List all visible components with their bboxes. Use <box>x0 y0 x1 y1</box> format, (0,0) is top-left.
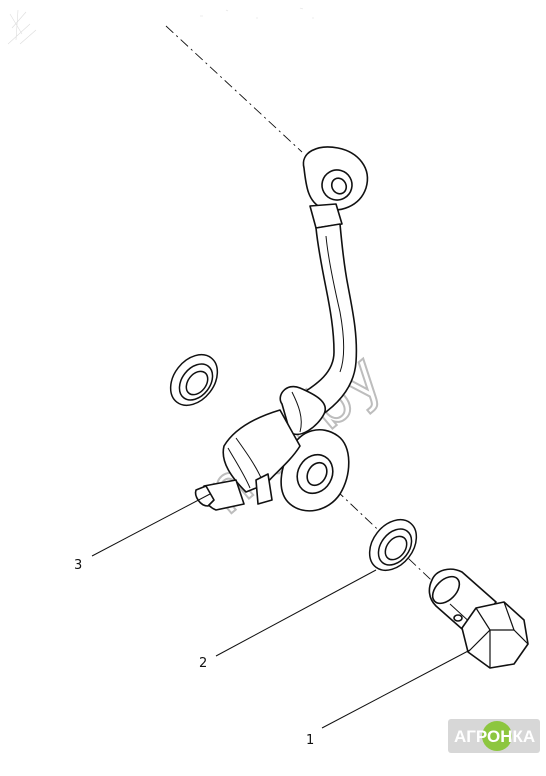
scan-noise <box>7 7 314 45</box>
callout-number-3: 3 <box>74 558 82 573</box>
callout-number-2: 2 <box>199 656 207 671</box>
banjo-bolt <box>428 568 529 669</box>
sealing-washer-lower <box>368 518 418 572</box>
logo-text: АГРОНКА <box>454 727 535 746</box>
oil-pipe-assembly <box>194 146 369 512</box>
leader-lines <box>91 493 471 729</box>
logo-accent-circle <box>482 721 512 751</box>
assembly-axis <box>165 25 485 631</box>
sealing-washer-upper <box>169 353 219 407</box>
leader-line-3 <box>91 493 211 557</box>
leader-line-2 <box>215 569 377 657</box>
agronka-logo: АГРОНКА <box>448 719 540 753</box>
callout-number-1: 1 <box>306 733 314 748</box>
leader-line-1 <box>321 649 471 729</box>
